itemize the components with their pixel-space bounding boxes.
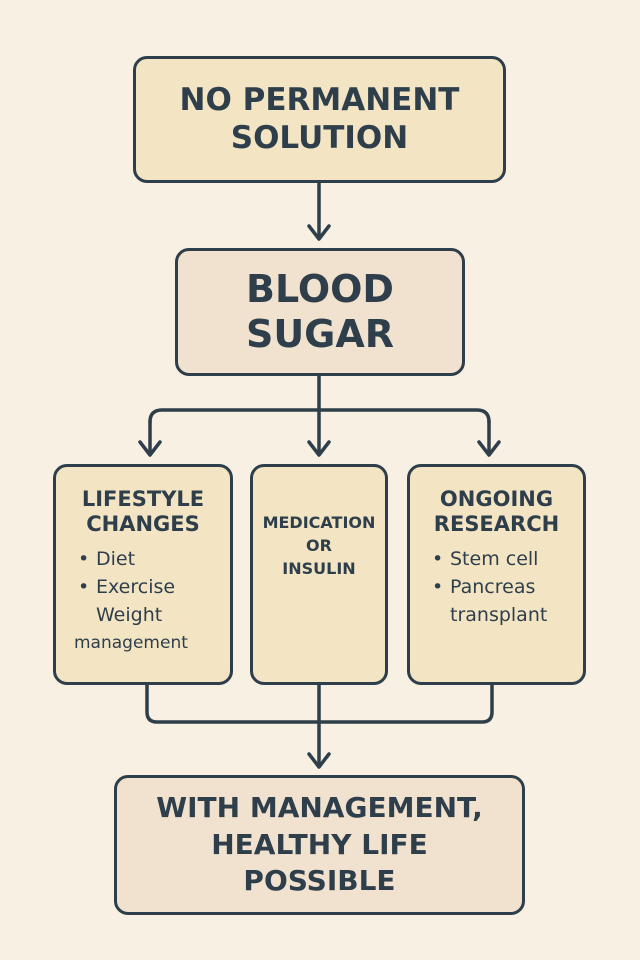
lifestyle-changes-list: Diet Exercise Weight management xyxy=(56,545,188,657)
list-item: management xyxy=(74,629,188,657)
healthy-life-possible-box: WITH MANAGEMENT, HEALTHY LIFE POSSIBLE xyxy=(114,775,525,915)
arrow-head-top-to-sugar xyxy=(307,224,331,241)
healthy-life-possible-title: WITH MANAGEMENT, HEALTHY LIFE POSSIBLE xyxy=(156,791,483,898)
no-permanent-solution-title: NO PERMANENT SOLUTION xyxy=(179,82,460,156)
ongoing-research-box: ONGOING RESEARCH Stem cell Pancreas tran… xyxy=(407,464,586,685)
arrow-head-bottom xyxy=(307,752,331,769)
list-item-continuation: management xyxy=(74,633,188,654)
medication-or-insulin-box: MEDICATION OR INSULIN xyxy=(250,464,388,685)
blood-sugar-box: BLOOD SUGAR xyxy=(175,248,465,376)
ongoing-research-list: Stem cell Pancreas transplant xyxy=(410,545,547,629)
list-item: Pancreas xyxy=(432,573,547,601)
list-item: Diet xyxy=(78,545,188,573)
list-item: Stem cell xyxy=(432,545,547,573)
list-item: Exercise xyxy=(78,573,188,601)
blood-sugar-title: BLOOD SUGAR xyxy=(245,267,395,356)
arrow-head-research xyxy=(477,440,501,457)
no-permanent-solution-box: NO PERMANENT SOLUTION xyxy=(133,56,506,183)
medication-or-insulin-title: MEDICATION OR INSULIN xyxy=(262,513,376,579)
list-item: transplant xyxy=(450,604,548,627)
lifestyle-changes-box: LIFESTYLE CHANGES Diet Exercise Weight m… xyxy=(53,464,233,685)
lifestyle-changes-title: LIFESTYLE CHANGES xyxy=(81,487,205,537)
arrow-head-medication xyxy=(307,440,331,457)
arrow-head-lifestyle xyxy=(138,440,162,457)
list-item: Weight xyxy=(96,604,163,627)
ongoing-research-title: ONGOING RESEARCH xyxy=(433,487,560,537)
